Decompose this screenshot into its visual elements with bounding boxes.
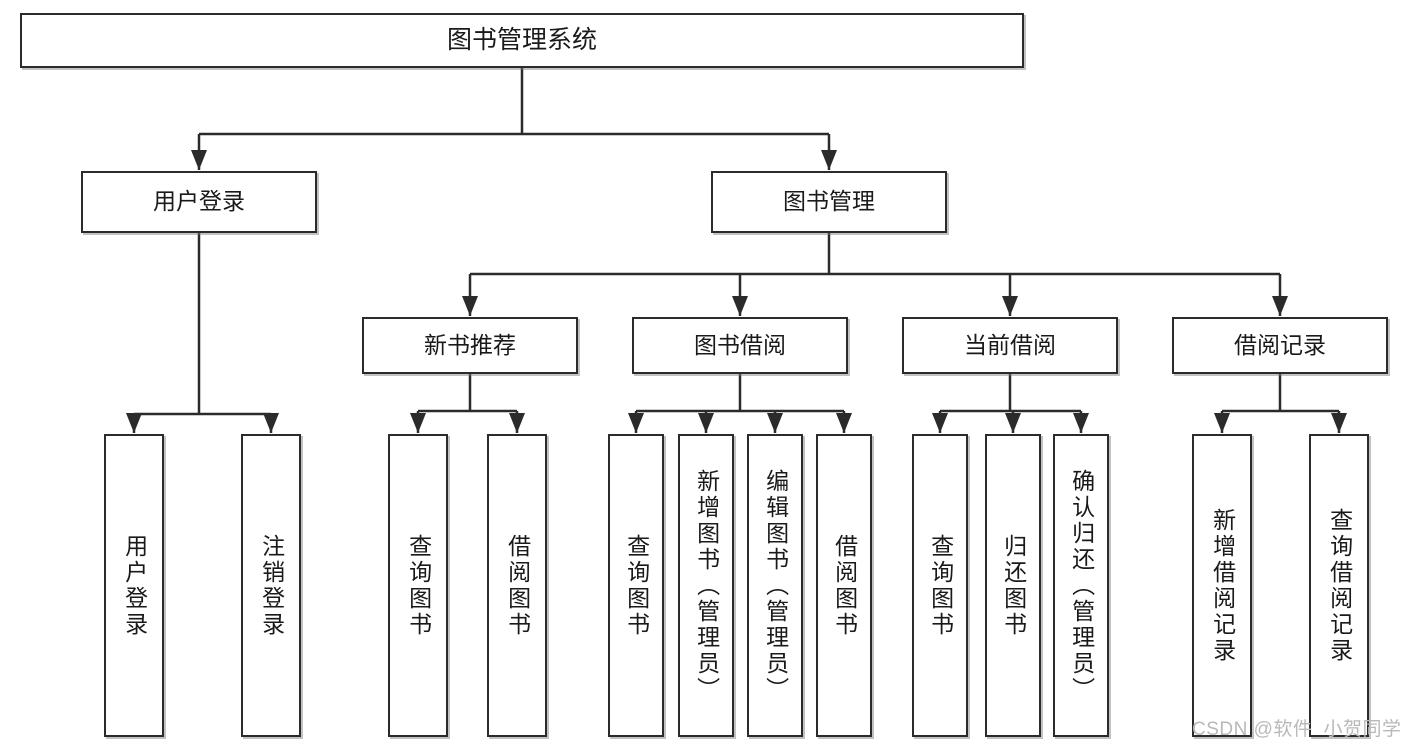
- node-label-leaf-add-record: 新增借阅记录: [1209, 507, 1236, 664]
- node-label-leaf-query-record: 查询借阅记录: [1326, 507, 1353, 664]
- node-book-manage[interactable]: 图书管理: [711, 171, 947, 233]
- node-label-leaf-query-book-cur: 查询图书: [927, 533, 954, 638]
- arrowhead-icon: [1331, 413, 1347, 433]
- node-leaf-borrow-book-rec[interactable]: 借阅图书: [487, 434, 547, 737]
- node-label-current-borrow: 当前借阅: [964, 331, 1056, 358]
- node-label-root: 图书管理系统: [446, 25, 597, 54]
- arrowhead-icon: [698, 413, 714, 433]
- node-label-leaf-edit-book: 编辑图书（管理员）: [762, 468, 789, 703]
- arrowhead-icon: [462, 296, 478, 316]
- node-leaf-confirm-return[interactable]: 确认归还（管理员）: [1053, 434, 1109, 737]
- arrowhead-icon: [821, 150, 837, 170]
- arrowhead-icon: [1272, 296, 1288, 316]
- node-label-book-manage: 图书管理: [783, 188, 875, 215]
- node-label-leaf-add-book: 新增图书（管理员）: [693, 468, 720, 703]
- node-leaf-borrow-book[interactable]: 借阅图书: [816, 434, 872, 737]
- node-leaf-user-login[interactable]: 用户登录: [104, 434, 164, 737]
- arrowhead-icon: [628, 413, 644, 433]
- node-borrow-record[interactable]: 借阅记录: [1172, 317, 1388, 374]
- node-label-user-login: 用户登录: [153, 188, 245, 215]
- node-leaf-add-book[interactable]: 新增图书（管理员）: [678, 434, 734, 737]
- node-leaf-return-book[interactable]: 归还图书: [985, 434, 1041, 737]
- arrowhead-icon: [1005, 413, 1021, 433]
- node-leaf-query-record[interactable]: 查询借阅记录: [1309, 434, 1369, 737]
- node-label-book-borrow: 图书借阅: [694, 331, 786, 358]
- node-label-leaf-confirm-return: 确认归还（管理员）: [1068, 468, 1095, 703]
- node-leaf-query-book-borrow[interactable]: 查询图书: [608, 434, 664, 737]
- node-label-leaf-user-login: 用户登录: [121, 533, 148, 638]
- csdn-watermark: CSDN @软件_小贺同学: [1192, 719, 1402, 740]
- node-leaf-query-book-cur[interactable]: 查询图书: [912, 434, 968, 737]
- arrowhead-icon: [410, 413, 426, 433]
- node-leaf-query-book-rec[interactable]: 查询图书: [388, 434, 448, 737]
- arrowhead-icon: [263, 413, 279, 433]
- node-leaf-edit-book[interactable]: 编辑图书（管理员）: [747, 434, 803, 737]
- arrowhead-icon: [1073, 413, 1089, 433]
- arrowhead-icon: [732, 296, 748, 316]
- arrowhead-icon: [1002, 296, 1018, 316]
- node-current-borrow[interactable]: 当前借阅: [902, 317, 1118, 374]
- node-root[interactable]: 图书管理系统: [20, 13, 1024, 68]
- node-label-leaf-query-book-rec: 查询图书: [405, 533, 432, 638]
- node-label-leaf-borrow-book: 借阅图书: [831, 533, 858, 638]
- node-label-leaf-return-book: 归还图书: [1000, 533, 1027, 638]
- arrowhead-icon: [126, 413, 142, 433]
- arrowhead-icon: [1214, 413, 1230, 433]
- arrowhead-icon: [836, 413, 852, 433]
- arrowhead-icon: [932, 413, 948, 433]
- arrowhead-icon: [767, 413, 783, 433]
- node-label-borrow-record: 借阅记录: [1234, 331, 1326, 358]
- node-book-borrow[interactable]: 图书借阅: [632, 317, 848, 374]
- arrowhead-icon: [509, 413, 525, 433]
- node-label-new-book-rec: 新书推荐: [424, 331, 516, 358]
- node-leaf-add-record[interactable]: 新增借阅记录: [1192, 434, 1252, 737]
- node-leaf-logout[interactable]: 注销登录: [241, 434, 301, 737]
- node-new-book-rec[interactable]: 新书推荐: [362, 317, 578, 374]
- node-label-leaf-borrow-book-rec: 借阅图书: [504, 533, 531, 638]
- node-label-leaf-query-book-borrow: 查询图书: [623, 533, 650, 638]
- arrowhead-icon: [191, 150, 207, 170]
- node-user-login[interactable]: 用户登录: [81, 171, 317, 233]
- node-label-leaf-logout: 注销登录: [258, 533, 285, 638]
